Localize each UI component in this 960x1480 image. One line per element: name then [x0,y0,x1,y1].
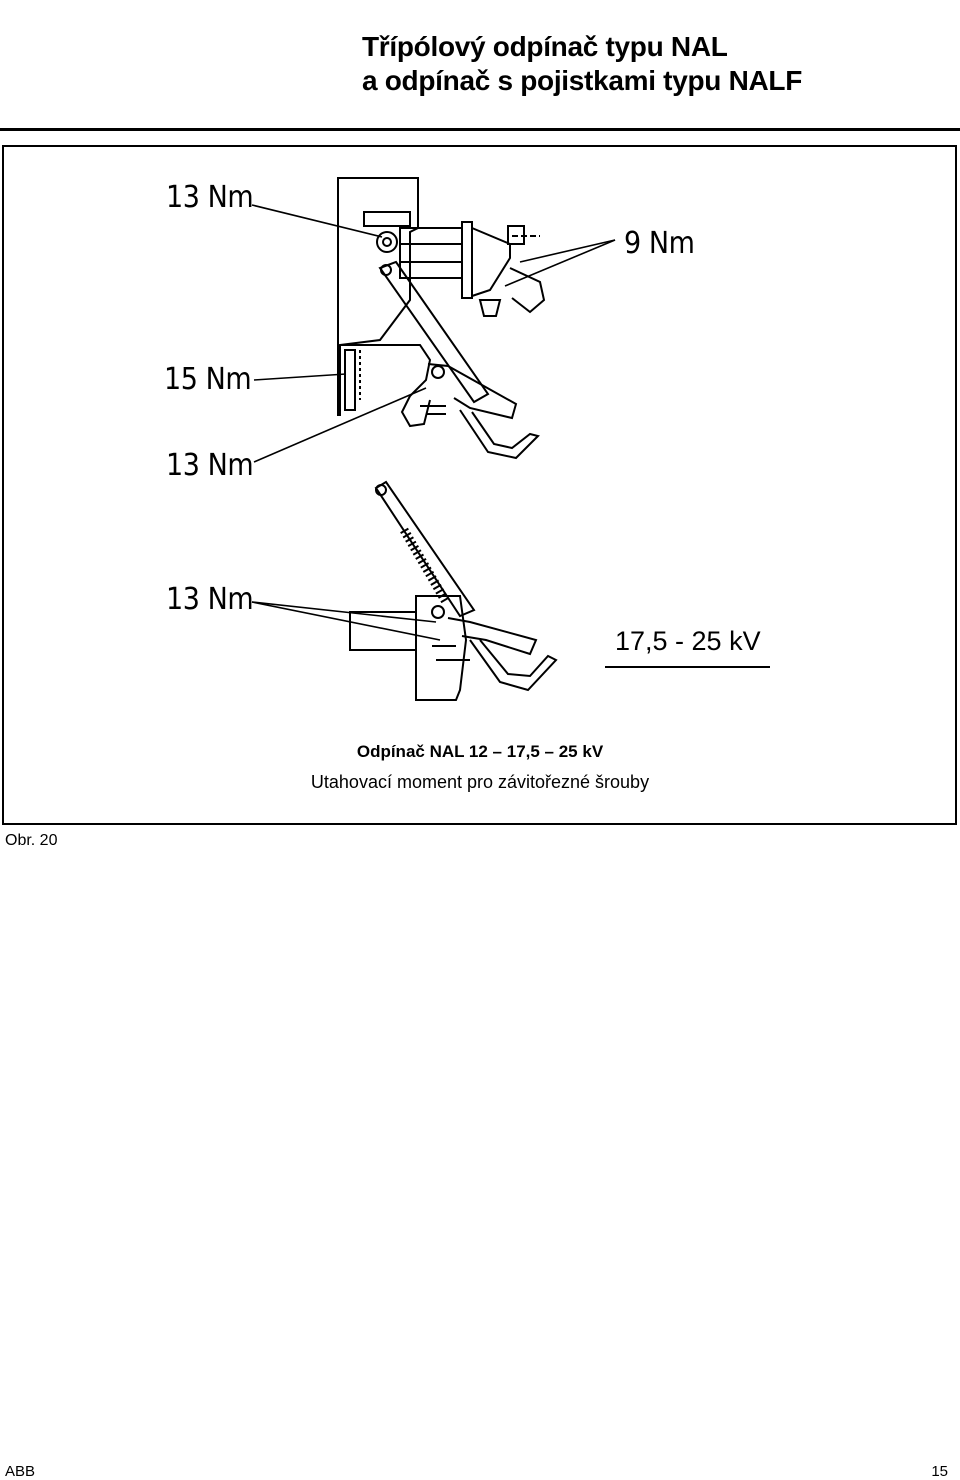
leader-lower-13nm-b [251,601,441,641]
upper-lower-insulator [340,344,432,428]
footer-brand: ABB [5,1463,36,1480]
lower-contact [447,617,538,656]
figure-frame [2,145,957,825]
leader-15nm [253,373,347,381]
upper-bracket [363,211,411,227]
page-number: 15 [931,1463,948,1480]
leader-9nm-a [519,239,616,263]
figure-number: Obr. 20 [5,832,58,849]
upper-pivot-bolt [376,231,398,253]
leader-lower-13nm-a [251,601,437,623]
upper-arc-chute [427,363,518,420]
lower-body [415,595,468,701]
leader-upper-13nm [251,204,383,238]
torque-label-lower-13nm: 13 Nm [166,582,254,617]
title-line-1: Třípólový odpínač typu NAL [362,31,728,62]
figure-caption-text: Utahovací moment pro závitořezné šrouby [310,772,650,792]
figure-caption-title: Odpínač NAL 12 – 17,5 – 25 kV [356,742,604,761]
lower-mounting-block [349,611,417,651]
torque-label-9nm: 9 Nm [624,226,695,261]
upper-mounting-plate [337,177,419,416]
upper-fuse-clip [509,267,546,314]
upper-hook [459,409,540,460]
technical-drawing [251,177,616,701]
page-title: Třípólový odpínač typu NAL a odpínač s p… [362,30,802,98]
leader-mid-13nm [253,387,427,463]
voltage-underline [605,666,770,668]
lower-spring [400,527,450,605]
leader-9nm-b [504,239,616,287]
torque-label-mid-13nm: 13 Nm [166,448,254,483]
lower-hook [469,639,558,692]
upper-switch-blade [378,260,490,404]
voltage-label: 17,5 - 25 kV [615,626,761,656]
upper-insulator-cone [471,227,511,297]
torque-label-upper-13nm: 13 Nm [166,180,254,215]
title-line-2: a odpínač s pojistkami typu NALF [362,65,803,96]
torque-label-15nm: 15 Nm [164,362,252,397]
header-rule [0,128,960,131]
